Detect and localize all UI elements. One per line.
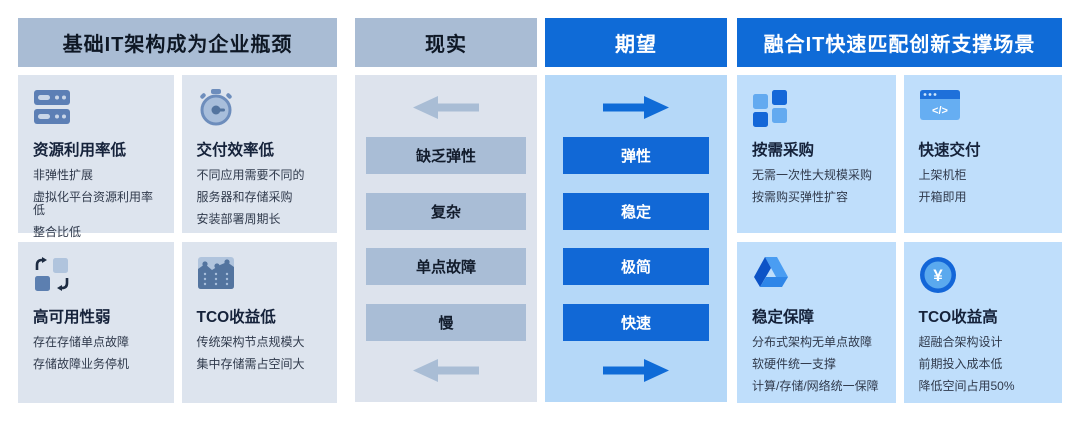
reality-column: 现实 缺乏弹性 复杂 单点故障 慢: [355, 18, 537, 403]
card-stability-guarantee: 稳定保障 分布式架构无单点故障 软硬件统一支撑 计算/存储/网络统一保障: [737, 242, 896, 403]
section-bottleneck: 基础IT架构成为企业瓶颈 资源利用率低 非弹性扩展 虚拟化平台资源利用率低: [18, 18, 337, 403]
fusion-cards: 按需采购 无需一次性大规模采购 按需购买弹性扩容 </> 快速交付 上架机柜 开…: [737, 75, 1062, 403]
card-line: 计算/存储/网络统一保障: [752, 379, 879, 393]
card-on-demand-purchase: 按需采购 无需一次性大规模采购 按需购买弹性扩容: [737, 75, 896, 233]
card-line: 虚拟化平台资源利用率低: [33, 190, 154, 217]
card-delivery-efficiency: 交付效率低 不同应用需要不同的 服务器和存储采购 安装部署周期长: [181, 75, 337, 233]
reality-item: 复杂: [366, 192, 526, 230]
svg-text:¥: ¥: [933, 266, 943, 285]
arrow-left-icon: [413, 358, 479, 382]
reality-item: 单点故障: [366, 248, 526, 286]
bottleneck-cards: 资源利用率低 非弹性扩展 虚拟化平台资源利用率低 整合比低 交付效率低: [18, 75, 337, 403]
card-tco-benefit-high: ¥ TCO收益高 超融合架构设计 前期投入成本低 降低空间占用50%: [903, 242, 1062, 403]
card-title: 快速交付: [918, 142, 981, 159]
card-title: TCO收益低: [196, 309, 276, 326]
card-line: 超融合架构设计: [918, 335, 1003, 349]
card-title: 稳定保障: [752, 309, 815, 326]
card-title: 高可用性弱: [33, 309, 111, 326]
card-line: 传统架构节点规模大: [196, 335, 305, 349]
grid-blocks-icon: [752, 89, 886, 127]
card-line: 整合比低: [33, 225, 82, 239]
card-line: 不同应用需要不同的: [196, 168, 305, 182]
section-fusion-title: 融合IT快速匹配创新支撑场景: [737, 18, 1062, 67]
card-tco-benefit-low: TCO收益低 传统架构节点规模大 集中存储需占空间大: [181, 242, 337, 403]
card-resource-utilization: 资源利用率低 非弹性扩展 虚拟化平台资源利用率低 整合比低: [18, 75, 174, 239]
card-line: 前期投入成本低: [918, 357, 1003, 371]
stopwatch-icon: [197, 89, 328, 127]
yen-coin-icon: ¥: [919, 256, 1053, 294]
arrow-right-icon: [603, 358, 669, 382]
svg-text:</>: </>: [932, 105, 948, 117]
expectation-flow: 弹性 稳定 极简 快速: [545, 75, 727, 402]
code-window-icon: </>: [919, 89, 1053, 127]
expectation-item: 快速: [563, 303, 709, 341]
expectation-item: 极简: [563, 248, 709, 286]
card-line: 软硬件统一支撑: [752, 357, 837, 371]
reality-title: 现实: [355, 18, 537, 67]
reality-flow: 缺乏弹性 复杂 单点故障 慢: [355, 75, 537, 402]
reality-item: 慢: [366, 303, 526, 341]
expectation-item: 弹性: [563, 137, 709, 175]
card-line: 存储故障业务停机: [33, 357, 130, 371]
expectation-title: 期望: [545, 18, 727, 67]
card-title: 交付效率低: [196, 142, 275, 159]
card-line: 上架机柜: [918, 168, 967, 182]
card-line: 分布式架构无单点故障: [752, 335, 873, 349]
card-fast-delivery: </> 快速交付 上架机柜 开箱即用: [903, 75, 1062, 233]
sync-squares-icon: [33, 256, 164, 294]
it-architecture-infographic: 基础IT架构成为企业瓶颈 资源利用率低 非弹性扩展 虚拟化平台资源利用率低: [18, 18, 1062, 403]
card-line: 降低空间占用50%: [918, 379, 1015, 393]
card-line: 服务器和存储采购: [196, 190, 293, 204]
server-icon: [33, 89, 164, 127]
card-line: 按需购买弹性扩容: [752, 190, 849, 204]
card-line: 无需一次性大规模采购: [752, 168, 873, 182]
drive-triangle-icon: [752, 256, 886, 294]
card-title: 资源利用率低: [33, 142, 127, 159]
area-chart-icon: [197, 256, 328, 294]
reality-item: 缺乏弹性: [366, 137, 526, 175]
section-bottleneck-title: 基础IT架构成为企业瓶颈: [18, 18, 337, 67]
section-fusion-it: 融合IT快速匹配创新支撑场景 按需采购 无需一次性大规模采购 按需购买弹性扩容: [737, 18, 1062, 403]
card-title: TCO收益高: [918, 309, 998, 326]
card-line: 存在存储单点故障: [33, 335, 130, 349]
card-line: 集中存储需占空间大: [196, 357, 305, 371]
card-high-availability: 高可用性弱 存在存储单点故障 存储故障业务停机: [18, 242, 174, 403]
card-line: 安装部署周期长: [196, 212, 281, 226]
card-title: 按需采购: [752, 142, 815, 159]
expectation-column: 期望 弹性 稳定 极简 快速: [545, 18, 727, 403]
arrow-right-icon: [603, 96, 669, 119]
arrow-left-icon: [413, 96, 479, 119]
card-line: 非弹性扩展: [33, 168, 94, 182]
card-line: 开箱即用: [918, 190, 967, 204]
expectation-item: 稳定: [563, 192, 709, 230]
